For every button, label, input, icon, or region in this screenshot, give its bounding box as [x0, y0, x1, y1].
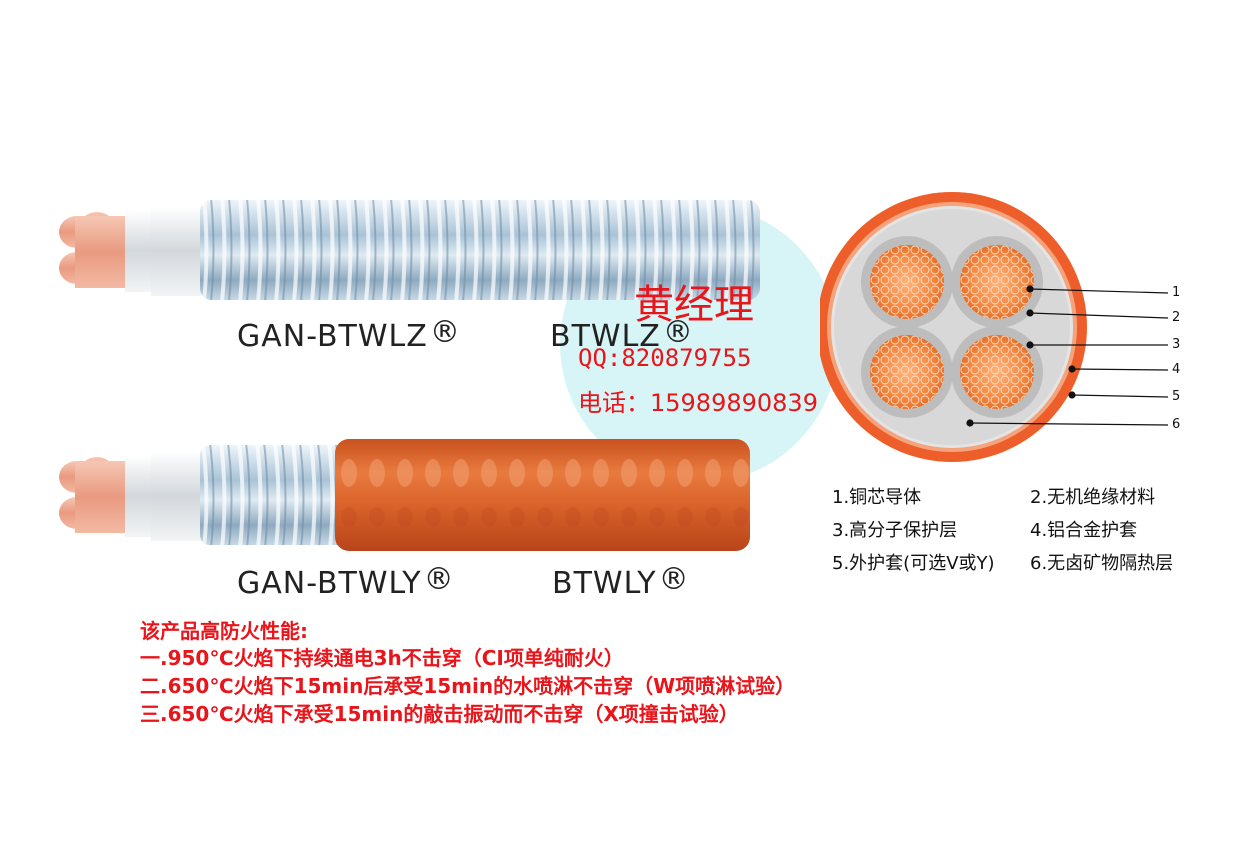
legend-item: 6.无卤矿物隔热层: [1030, 553, 1174, 574]
cable-cross-section-diagram: [820, 192, 1169, 462]
callout-number: 6: [1172, 417, 1181, 432]
product-label-gan-btwlz: GAN-BTWLZ®: [237, 315, 461, 354]
legend-item: 3.高分子保护层: [832, 520, 958, 541]
registered-mark: ®: [429, 315, 461, 350]
spec-title: 该产品高防火性能:: [140, 619, 308, 643]
product-label-btwly: BTWLY®: [552, 562, 690, 601]
contact-qq: QQ:820879755: [578, 344, 752, 372]
cable-btwly-illustration: [59, 439, 750, 551]
registered-mark: ®: [423, 562, 455, 597]
legend-item: 2.无机绝缘材料: [1030, 487, 1156, 508]
callout-number: 5: [1172, 389, 1181, 404]
spec-line: 二.650℃火焰下15min后承受15min的水喷淋不击穿（W项喷淋试验）: [140, 674, 796, 698]
product-label-gan-btwly: GAN-BTWLY®: [237, 562, 455, 601]
cable-btwlz-illustration: [59, 200, 760, 300]
product-label-btwlz: BTWLZ®: [550, 315, 694, 354]
spec-line: 三.650℃火焰下承受15min的敲击振动而不击穿（X项撞击试验）: [140, 702, 739, 726]
registered-mark: ®: [662, 315, 694, 350]
callout-number: 2: [1172, 310, 1181, 325]
product-name: GAN-BTWLZ: [237, 319, 428, 354]
contact-name: 黄经理: [634, 282, 754, 328]
spec-line: 一.950℃火焰下持续通电3h不击穿（CI项单纯耐火）: [140, 646, 624, 670]
legend-item: 4.铝合金护套: [1030, 520, 1138, 541]
contact-phone: 电话：15989890839: [578, 389, 818, 417]
product-name: BTWLY: [552, 566, 657, 601]
registered-mark: ®: [658, 562, 690, 597]
legend-item: 1.铜芯导体: [832, 487, 922, 508]
product-name: GAN-BTWLY: [237, 566, 422, 601]
callout-number: 4: [1172, 362, 1181, 377]
product-name: BTWLZ: [550, 319, 661, 354]
callout-number: 3: [1172, 337, 1181, 352]
legend-item: 5.外护套(可选V或Y): [832, 553, 995, 574]
callout-number: 1: [1172, 285, 1181, 300]
